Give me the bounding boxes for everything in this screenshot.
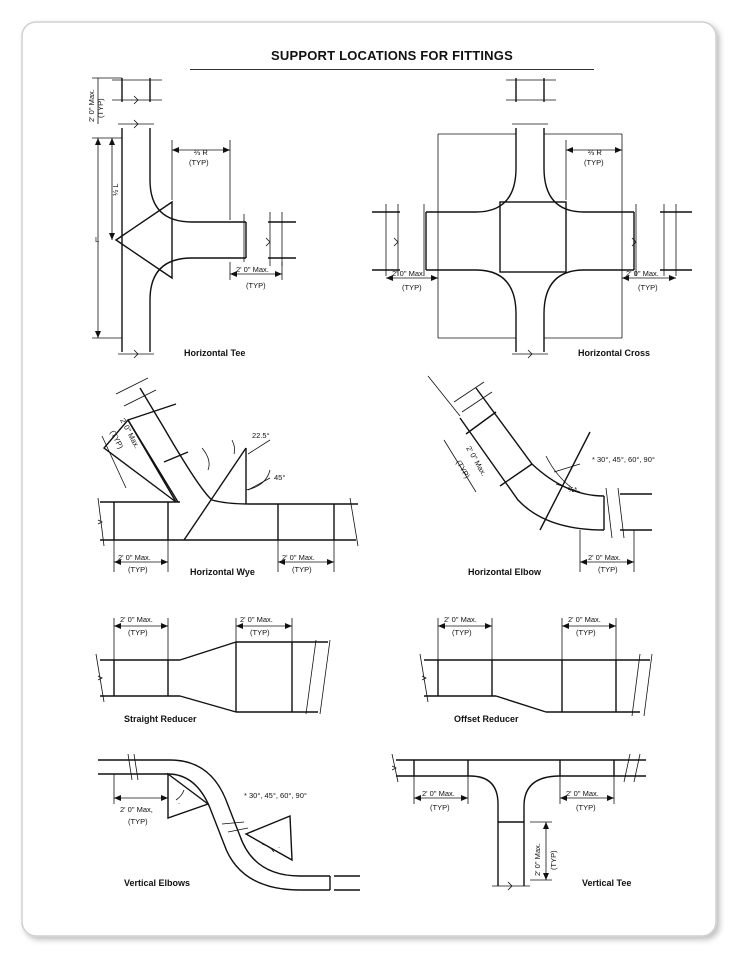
- label-horizontal-elbow: Horizontal Elbow: [468, 567, 542, 577]
- or-right-typ: (TYP): [576, 628, 596, 637]
- tee-top-typ: (TYP): [96, 98, 105, 118]
- cross-left-typ: (TYP): [402, 283, 422, 292]
- vtee-left-typ: (TYP): [430, 803, 450, 812]
- tee-l-label: L: [95, 235, 99, 244]
- title-underline: [190, 69, 594, 70]
- label-offset-reducer: Offset Reducer: [454, 714, 519, 724]
- elbow-dim: 2' 0" Max.: [588, 553, 621, 562]
- straight-reducer-figure: [95, 618, 331, 715]
- cross-r-typ: (TYP): [584, 158, 604, 167]
- vtee-right-dim: 2' 0" Max.: [566, 789, 599, 798]
- vtee-left-dim: 2' 0" Max.: [422, 789, 455, 798]
- velbow-typ: (TYP): [128, 817, 148, 826]
- vertical-elbows-figure: . .: [98, 753, 360, 891]
- wye-left-typ: (TYP): [128, 565, 148, 574]
- vtee-right-typ: (TYP): [576, 803, 596, 812]
- page-frame: [21, 21, 717, 937]
- label-vertical-elbows: Vertical Elbows: [124, 878, 190, 888]
- elbow-half-star: ½*: [568, 485, 577, 494]
- wye-left-dim: 2' 0" Max.: [118, 553, 151, 562]
- tee-r-typ: (TYP): [189, 158, 209, 167]
- horizontal-tee-figure: [92, 77, 296, 359]
- cross-right-typ: (TYP): [638, 283, 658, 292]
- offset-reducer-figure: [419, 618, 653, 717]
- wye-angle-45: 45°: [274, 473, 285, 482]
- velbow-angles-note: * 30°, 45°, 60°, 90°: [244, 791, 307, 800]
- cross-two-thirds-r: ⅔ R: [588, 148, 602, 157]
- page-title: SUPPORT LOCATIONS FOR FITTINGS: [271, 48, 513, 63]
- sr-right-typ: (TYP): [250, 628, 270, 637]
- sr-left-dim: 2' 0" Max.: [120, 615, 153, 624]
- vertical-tee-figure: [391, 753, 646, 891]
- cross-right-dim: 2' 0" Max.: [626, 269, 659, 278]
- or-left-dim: 2' 0" Max.: [444, 615, 477, 624]
- tee-two-thirds-r: ⅔ R: [194, 148, 208, 157]
- vtee-vert-dim: 2' 0" Max.: [533, 843, 542, 876]
- wye-angle-22: 22.5°: [252, 431, 270, 440]
- horizontal-wye-figure: [97, 377, 359, 572]
- velbow-dim: 2' 0" Max,: [120, 805, 153, 814]
- horizontal-cross-figure: [372, 78, 692, 359]
- label-horizontal-wye: Horizontal Wye: [190, 567, 255, 577]
- sr-left-typ: (TYP): [128, 628, 148, 637]
- or-left-typ: (TYP): [452, 628, 472, 637]
- label-straight-reducer: Straight Reducer: [124, 714, 197, 724]
- label-horizontal-tee: Horizontal Tee: [184, 348, 245, 358]
- wye-right-dim: 2' 0" Max.: [282, 553, 315, 562]
- cross-left-dim: 2' 0" Max.: [392, 269, 425, 278]
- or-right-dim: 2' 0" Max.: [568, 615, 601, 624]
- tee-top-dim: 2' 0" Max.: [87, 89, 96, 122]
- elbow-angles-note: * 30°, 45°, 60°, 90°: [592, 455, 655, 464]
- tee-half-l-label: ½ L: [111, 183, 120, 196]
- svg-text:.: .: [278, 841, 280, 850]
- vtee-vert-typ: (TYP): [549, 850, 558, 870]
- tee-right-typ: (TYP): [246, 281, 266, 290]
- svg-text:.: .: [178, 797, 180, 806]
- horizontal-elbow-figure: [427, 375, 652, 572]
- tee-right-dim: 2' 0" Max.: [236, 265, 269, 274]
- wye-right-typ: (TYP): [292, 565, 312, 574]
- label-vertical-tee: Vertical Tee: [582, 878, 631, 888]
- elbow-typ: (TYP): [598, 565, 618, 574]
- label-horizontal-cross: Horizontal Cross: [578, 348, 650, 358]
- sr-right-dim: 2' 0" Max.: [240, 615, 273, 624]
